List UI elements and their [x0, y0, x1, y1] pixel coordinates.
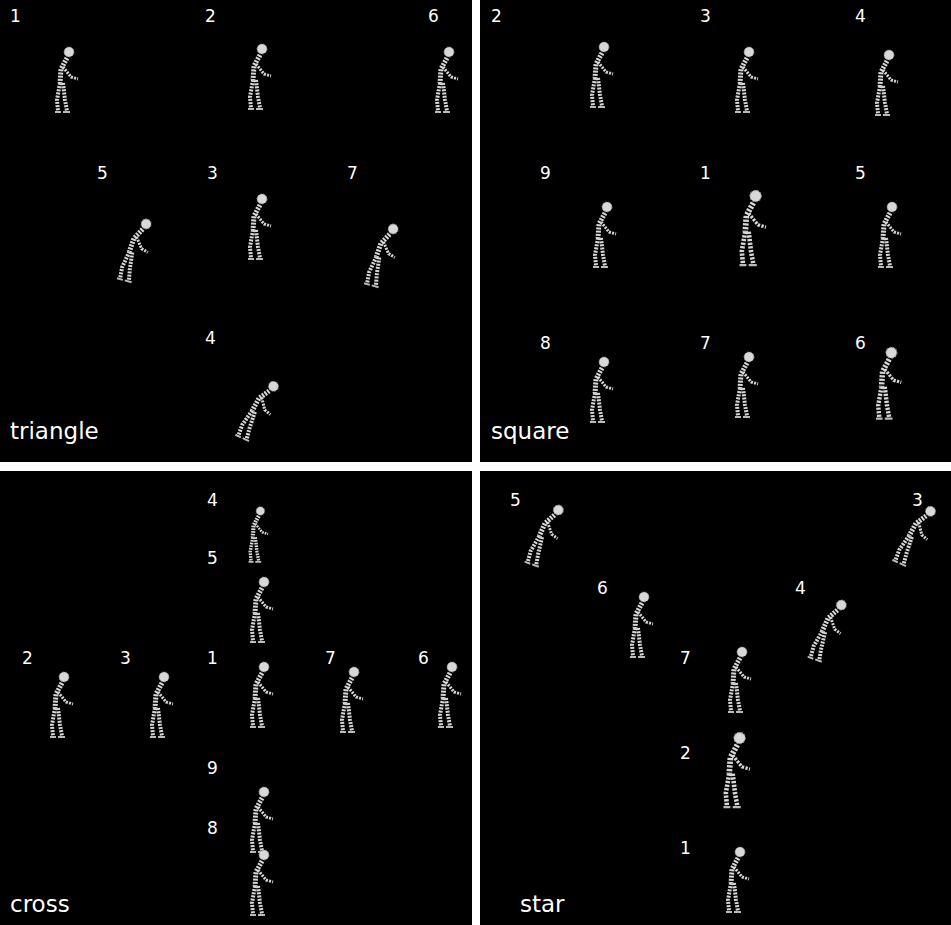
callout-number: 7: [680, 650, 691, 667]
panel-label: square: [491, 420, 569, 443]
figure: [150, 672, 173, 737]
figure: [340, 667, 363, 732]
callout-number: 9: [207, 760, 218, 777]
callout-number: 6: [855, 335, 866, 352]
callout-number: 5: [855, 165, 866, 182]
figure: [740, 190, 766, 265]
figure: [876, 347, 901, 419]
figure: [250, 850, 273, 915]
figure: [808, 596, 852, 665]
callout-number: 1: [700, 165, 711, 182]
callout-number: 4: [205, 330, 216, 347]
figure: [435, 47, 458, 112]
callout-number: 7: [700, 335, 711, 352]
figure: [878, 202, 901, 267]
panel-label: triangle: [10, 420, 99, 443]
figure: [250, 787, 273, 852]
figure: [525, 501, 569, 570]
callout-number: 1: [10, 8, 21, 25]
figure: [875, 50, 898, 115]
figure: [728, 647, 751, 712]
figure: [248, 194, 271, 259]
callout-number: 3: [120, 650, 131, 667]
callout-number: 4: [855, 8, 866, 25]
figure: [364, 221, 403, 290]
callout-number: 3: [912, 492, 923, 509]
panel-label: cross: [10, 893, 70, 916]
callout-number: 1: [680, 840, 691, 857]
callout-number: 3: [207, 165, 218, 182]
figure: [724, 732, 750, 807]
callout-number: 5: [97, 165, 108, 182]
callout-number: 5: [510, 492, 521, 509]
figure: [55, 47, 78, 112]
callout-number: 2: [491, 8, 502, 25]
figure: [726, 847, 749, 912]
callout-number: 6: [418, 650, 429, 667]
figure: [117, 216, 156, 285]
figure: [892, 501, 940, 570]
callout-number: 6: [597, 580, 608, 597]
callout-number: 6: [428, 8, 439, 25]
figure: [630, 592, 653, 657]
panel: [480, 471, 951, 925]
callout-number: 9: [540, 165, 551, 182]
figure: [250, 662, 273, 727]
panel: [480, 0, 951, 462]
callout-number: 2: [680, 745, 691, 762]
figure: [50, 672, 73, 737]
figure: [735, 352, 758, 417]
figure: [438, 662, 461, 727]
callout-number: 2: [205, 8, 216, 25]
figure: [249, 507, 269, 562]
panel: [0, 0, 472, 462]
callout-number: 1: [207, 650, 218, 667]
callout-number: 4: [795, 580, 806, 597]
figure: [250, 577, 273, 642]
callout-number: 3: [700, 8, 711, 25]
figure: [593, 202, 616, 267]
panel-label: star: [520, 893, 565, 916]
callout-number: 5: [207, 550, 218, 567]
figure: [235, 376, 283, 445]
callout-number: 8: [207, 820, 218, 837]
callout-number: 2: [22, 650, 33, 667]
callout-number: 7: [347, 165, 358, 182]
callout-number: 7: [325, 650, 336, 667]
callout-number: 4: [207, 492, 218, 509]
panel: [0, 471, 472, 925]
figure: [590, 357, 613, 422]
callout-number: 8: [540, 335, 551, 352]
figure: [248, 44, 271, 109]
figure: [735, 47, 758, 112]
figure: [590, 42, 613, 107]
